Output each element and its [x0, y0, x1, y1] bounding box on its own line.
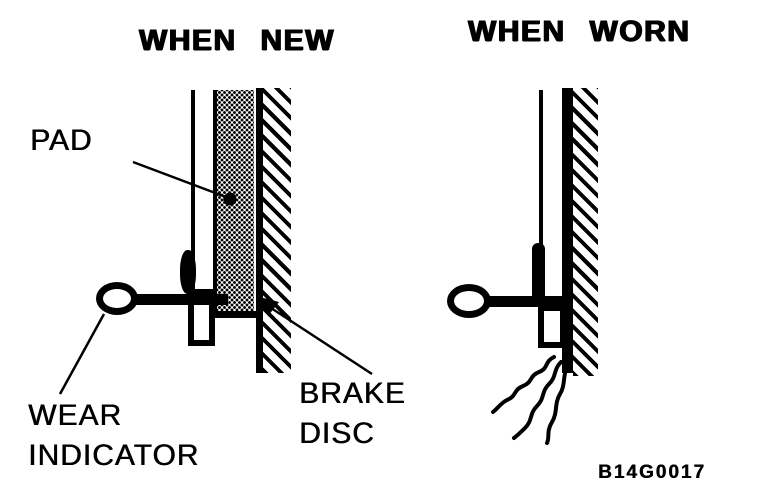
wear-indicator-clip — [180, 250, 196, 294]
wear-indicator-label-line2: INDICATOR — [28, 439, 200, 472]
pad-label: PAD — [30, 124, 93, 157]
brake-disc-leader-line — [267, 304, 373, 376]
worn-pad-backing-plate-line — [539, 90, 543, 256]
worn-wear-indicator-arm — [484, 296, 568, 307]
pad-backing-plate-line — [191, 90, 195, 291]
pad-bottom-edge — [213, 311, 257, 318]
pad-leader-dot — [223, 192, 237, 206]
pad-backing-edge-line — [213, 90, 217, 313]
panel-title-when-new: WHEN NEW — [139, 24, 335, 57]
brake-disc-label: BRAKE DISC — [299, 374, 406, 454]
brake-disc-label-line2: DISC — [299, 417, 375, 450]
brake-disc-leader-arrowhead — [256, 296, 279, 316]
wear-indicator-label-line1: WEAR — [28, 399, 122, 432]
wear-indicator-arm — [130, 294, 228, 305]
wear-indicator-leader-line — [58, 313, 106, 395]
noise-squiggle-icon-3 — [545, 364, 570, 445]
brake-disc-hatching — [263, 88, 291, 373]
wear-indicator-eyelet — [96, 282, 138, 315]
noise-squiggle-icon-2 — [512, 360, 563, 440]
worn-wear-indicator-eyelet — [447, 284, 491, 318]
brake-disc-label-line1: BRAKE — [299, 377, 406, 410]
worn-wear-indicator-clip — [532, 243, 545, 306]
figure-code: B14G0017 — [598, 462, 706, 483]
pad-leader-line — [132, 160, 227, 199]
wear-indicator-label: WEAR INDICATOR — [28, 396, 199, 476]
brake-disc-surface-line — [256, 88, 263, 373]
worn-pad-and-disc-band — [562, 88, 573, 373]
panel-title-when-worn: WHEN WORN — [468, 15, 691, 48]
worn-pad-support-bracket — [538, 305, 566, 348]
worn-brake-disc-hatching — [573, 88, 598, 376]
noise-squiggle-icon-1 — [491, 355, 556, 414]
